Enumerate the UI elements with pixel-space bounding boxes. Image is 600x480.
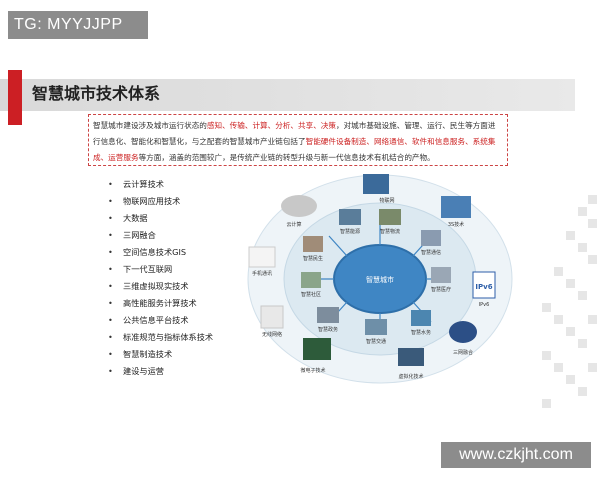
triple-network-image — [449, 321, 477, 343]
desc-text-2: ，对城市基础设施、管理、运行、民生等方面进行信息化、智能化和智慧化，与之配套的智… — [93, 121, 496, 146]
center-label: 智慧城市 — [366, 275, 394, 284]
desc-highlight-1: 感知、传输、计算、分析、共享、决策 — [206, 121, 336, 130]
list-item: 云计算技术 — [108, 176, 213, 193]
list-item: 空间信息技术GIS — [108, 244, 213, 261]
site-watermark: www.czkjht.com — [441, 442, 591, 468]
list-item: 公共信息平台技术 — [108, 312, 213, 329]
3s-image — [441, 196, 471, 218]
cloud-image — [281, 195, 317, 217]
list-item: 智慧制造技术 — [108, 346, 213, 363]
outer-label: 云计算 — [286, 221, 301, 228]
title-bar — [0, 79, 575, 111]
description-box: 智慧城市建设涉及城市运行状态的感知、传输、计算、分析、共享、决策，对城市基础设施… — [88, 114, 508, 166]
title-accent-bar — [8, 70, 22, 125]
microelectronics-image — [303, 338, 331, 360]
medical-photo — [431, 267, 451, 283]
virtualization-image — [398, 348, 424, 366]
outer-label: 微电子技术 — [300, 367, 325, 374]
logistics-photo — [379, 209, 401, 225]
desc-text-1: 智慧城市建设涉及城市运行状态的 — [93, 121, 207, 130]
outer-label: 虚拟化技术 — [398, 373, 423, 380]
inner-nodes: 智慧能源 智慧物流 智慧通信 智慧医疗 智慧水务 智慧交通 智慧政务 智慧社区 … — [301, 209, 451, 345]
inner-label: 智慧能源 — [340, 228, 360, 235]
list-item: 高性能服务计算技术 — [108, 295, 213, 312]
page-title: 智慧城市技术体系 — [32, 84, 161, 103]
list-item: 物联网应用技术 — [108, 193, 213, 210]
outer-label: 物联网 — [379, 197, 394, 204]
list-item: 三网融合 — [108, 227, 213, 244]
inner-label: 智慧水务 — [411, 329, 431, 336]
inner-label: 智慧通信 — [421, 249, 441, 256]
list-item: 建设与运营 — [108, 363, 213, 380]
outer-label: 手机通讯 — [252, 270, 272, 277]
inner-label: 智慧物流 — [380, 228, 400, 235]
livelihood-photo — [303, 236, 323, 252]
mobile-image — [248, 246, 276, 268]
inner-label: 智慧医疗 — [431, 286, 451, 293]
decorative-squares — [542, 195, 600, 410]
outer-label: IPv6 — [479, 302, 490, 308]
outer-label: 3S技术 — [448, 221, 464, 228]
list-item: 标准规范与指标体系技术 — [108, 329, 213, 346]
community-photo — [301, 272, 321, 288]
desc-highlight-2: 智能硬件设备制造、网络通信、软件和信息服务、系统集成、运营服务 — [93, 137, 496, 162]
ipv6-logo — [472, 271, 496, 299]
energy-photo — [339, 209, 361, 225]
desc-text-3: 等方面，涵盖的范围较广，是传统产业链的转型升级与新一代信息技术有机结合的产物。 — [138, 153, 435, 162]
inner-label: 智慧社区 — [301, 291, 321, 298]
tech-list: 云计算技术 物联网应用技术 大数据 三网融合 空间信息技术GIS 下一代互联网 … — [108, 176, 213, 380]
list-item: 大数据 — [108, 210, 213, 227]
outer-label: 三网融合 — [453, 349, 473, 356]
wifi-image — [260, 305, 284, 329]
outer-label: 无线网络 — [262, 331, 282, 338]
inner-label: 智慧政务 — [318, 326, 338, 333]
government-photo — [317, 307, 339, 323]
iot-image — [363, 174, 389, 194]
inner-label: 智慧交通 — [366, 338, 386, 345]
list-item: 下一代互联网 — [108, 261, 213, 278]
tag-label: TG: MYYJJPP — [8, 11, 148, 39]
communication-photo — [421, 230, 441, 246]
water-photo — [411, 310, 431, 326]
smart-city-diagram: 智慧城市 智慧能源 智慧物流 智慧通信 智慧医疗 智慧水务 智慧交通 智慧政务 … — [247, 174, 513, 384]
traffic-photo — [365, 319, 387, 335]
ipv6-logo-text: IPv6 — [475, 283, 492, 291]
list-item: 三维虚拟现实技术 — [108, 278, 213, 295]
inner-label: 智慧民生 — [303, 255, 323, 262]
outer-nodes: 物联网 3S技术 IPv6 IPv6 三网融合 虚拟化技术 微电子技术 无线网络… — [248, 174, 496, 380]
